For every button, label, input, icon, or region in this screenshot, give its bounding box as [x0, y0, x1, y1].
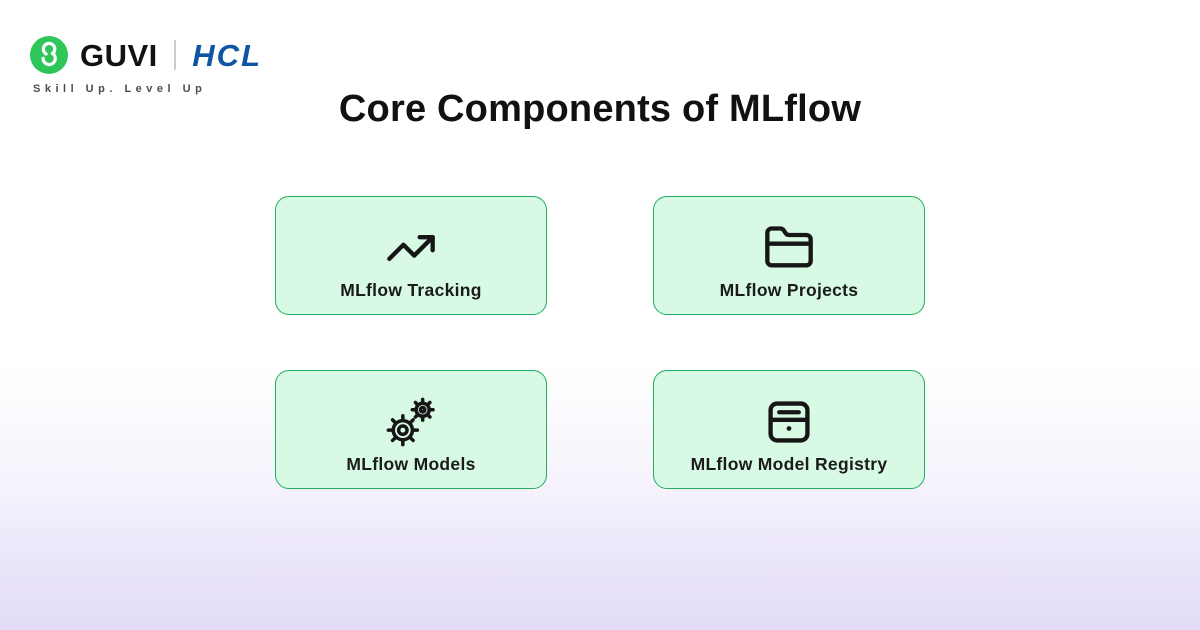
card-label: MLflow Projects — [719, 280, 859, 300]
card-label: MLflow Models — [346, 454, 476, 474]
card-mlflow-projects: MLflow Projects — [653, 196, 925, 315]
hcl-wordmark: HCL — [192, 37, 263, 73]
card-label: MLflow Tracking — [340, 280, 482, 300]
card-mlflow-model-registry: MLflow Model Registry — [653, 370, 925, 489]
guvi-logo-icon — [30, 36, 68, 74]
model-registry-icon — [654, 393, 924, 451]
brand-tagline: Skill Up. Level Up — [33, 83, 207, 95]
guvi-wordmark: GUVI — [80, 37, 158, 73]
card-mlflow-models: MLflow Models — [275, 370, 547, 489]
gears-icon — [276, 393, 546, 451]
page-title: Core Components of MLflow — [338, 88, 862, 130]
trending-up-icon — [276, 219, 546, 277]
card-mlflow-tracking: MLflow Tracking — [275, 196, 547, 315]
brand-separator — [173, 40, 177, 70]
folder-icon — [654, 219, 924, 277]
brand-header: GUVI HCL Skill Up. Level Up — [30, 36, 262, 95]
card-label: MLflow Model Registry — [690, 454, 888, 474]
